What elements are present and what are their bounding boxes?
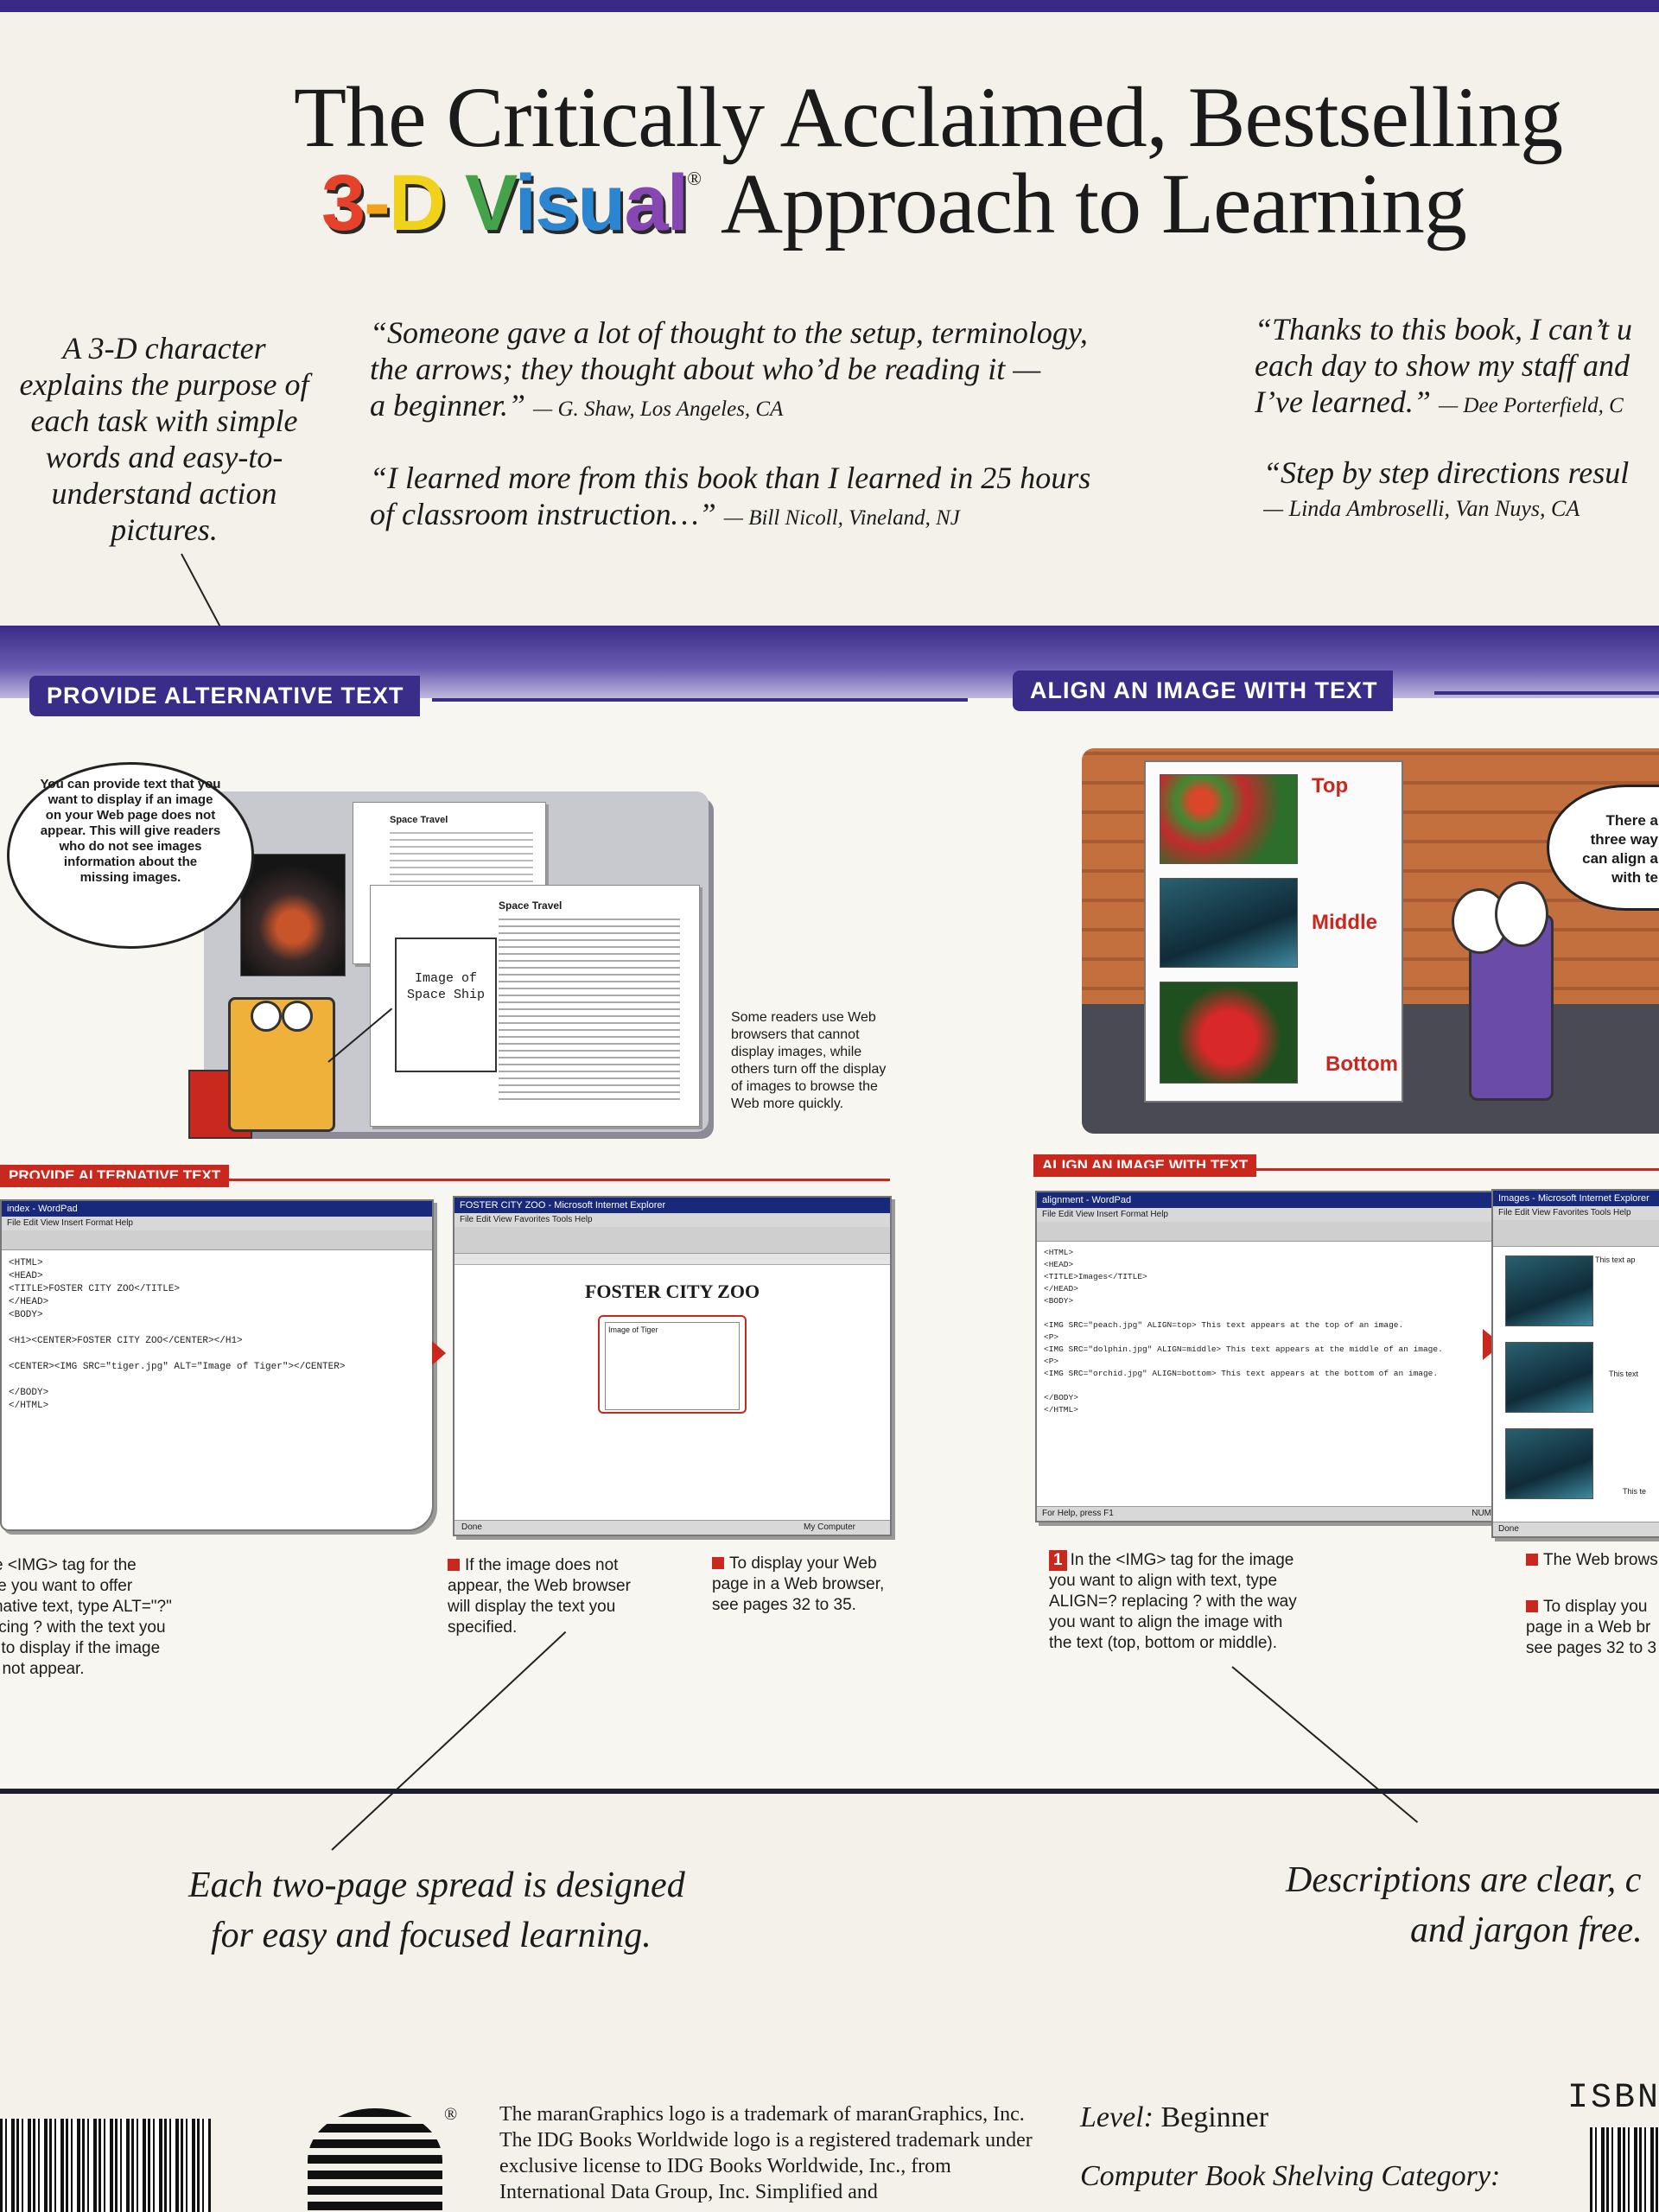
jellybeans-photo bbox=[1160, 774, 1298, 864]
two-page-spread: PROVIDE ALTERNATIVE TEXT Space Travel Sp… bbox=[0, 671, 1659, 1790]
rose-photo bbox=[1160, 982, 1298, 1084]
browser-menubar: File Edit View Favorites Tools Help bbox=[454, 1213, 890, 1227]
left-red-tag: PROVIDE ALTERNATIVE TEXT bbox=[0, 1165, 230, 1187]
left-step-2: If the image does not appear, the Web br… bbox=[448, 1556, 631, 1637]
right-wordpad-statusbar: For Help, press F1 NUM bbox=[1037, 1506, 1498, 1521]
character-2-eye-right bbox=[1495, 881, 1548, 947]
side-note: A 3-D character explains the purpose of … bbox=[19, 331, 309, 547]
right-browser-window: Images - Microsoft Internet Explorer Fil… bbox=[1491, 1189, 1659, 1538]
headline-line-2: 3-D Visual®Approach to Learning bbox=[321, 156, 1467, 251]
caption-left-line-2: for easy and focused learning. bbox=[211, 1916, 652, 1955]
quote-ambroselli: “Step by step directions resul — Linda A… bbox=[1263, 455, 1630, 521]
left-step-3: To display your Web page in a Web browse… bbox=[712, 1554, 885, 1614]
alt-text-placeholder: Image of Space Ship bbox=[395, 938, 497, 1072]
level-line: Level: Beginner bbox=[1080, 2101, 1269, 2133]
alt-text-highlight: Image of Tiger bbox=[598, 1315, 747, 1414]
browser-toolbar bbox=[454, 1227, 890, 1254]
dolphin-photo-3 bbox=[1505, 1428, 1593, 1499]
3d-visual-logo: 3-D Visual bbox=[321, 159, 689, 247]
alt-text-box: Image of Tiger bbox=[605, 1322, 740, 1410]
browser-statusbar: Done My Computer bbox=[454, 1520, 890, 1535]
left-section-tag: PROVIDE ALTERNATIVE TEXT bbox=[29, 676, 420, 716]
diver-photo bbox=[1160, 878, 1298, 968]
character-eye-left bbox=[251, 1001, 282, 1032]
caption-right-line-2: and jargon free. bbox=[1410, 1910, 1643, 1950]
dolphin-photo-1 bbox=[1505, 1255, 1593, 1326]
caption-right-line-1: Descriptions are clear, c bbox=[1286, 1860, 1642, 1900]
bottom-rule bbox=[0, 1789, 1659, 1794]
html-code: <HTML> <HEAD> <TITLE>FOSTER CITY ZOO</TI… bbox=[9, 1258, 346, 1411]
right-step-2: The Web brows the image with th bbox=[1526, 1550, 1659, 1571]
right-red-rule bbox=[1033, 1168, 1659, 1171]
browser-address-bar bbox=[454, 1254, 890, 1265]
right-red-tag: ALIGN AN IMAGE WITH TEXT bbox=[1033, 1154, 1257, 1177]
caption-left-line-1: Each two-page spread is designed bbox=[188, 1866, 685, 1905]
headline-line-1: The Critically Acclaimed, Bestselling bbox=[294, 69, 1563, 165]
left-speech-bubble: You can provide text that you want to di… bbox=[7, 762, 254, 949]
wordpad-titlebar: index - WordPad bbox=[2, 1201, 432, 1217]
right-section-tag: ALIGN AN IMAGE WITH TEXT bbox=[1013, 671, 1394, 711]
barcode-right bbox=[1590, 2127, 1659, 2212]
right-html-code: <HTML> <HEAD> <TITLE>Images</TITLE> </HE… bbox=[1044, 1248, 1443, 1414]
zoo-heading: FOSTER CITY ZOO bbox=[584, 1281, 760, 1302]
right-tag-rule bbox=[1434, 691, 1659, 695]
spaceship-photo bbox=[240, 854, 346, 976]
isbn-label: ISBN bbox=[1567, 2079, 1659, 2118]
barcode-left bbox=[0, 2119, 211, 2212]
quote-shaw: “Someone gave a lot of thought to the se… bbox=[370, 315, 1088, 423]
align-demo-card: Top Middle Bottom bbox=[1144, 760, 1403, 1103]
left-red-rule bbox=[0, 1179, 890, 1181]
browsers-side-text: Some readers use Web browsers that canno… bbox=[731, 1010, 887, 1111]
label-middle: Middle bbox=[1312, 911, 1377, 934]
left-tag-rule bbox=[432, 698, 968, 702]
legal-text: The maranGraphics logo is a trademark of… bbox=[499, 2103, 1033, 2203]
headline-approach: Approach to Learning bbox=[720, 156, 1467, 251]
wordpad-window: index - WordPad File Edit View Insert Fo… bbox=[0, 1199, 434, 1531]
arrow-marker-left bbox=[432, 1341, 446, 1365]
dolphin-photo-2 bbox=[1505, 1342, 1593, 1413]
quote-porterfield: “Thanks to this book, I can’t u each day… bbox=[1255, 312, 1632, 419]
wordpad-menubar: File Edit View Insert Format Help bbox=[2, 1217, 432, 1230]
label-bottom: Bottom bbox=[1325, 1052, 1398, 1076]
left-step-1: In the <IMG> tag for the image you want … bbox=[0, 1556, 172, 1678]
character-eye-right bbox=[282, 1001, 313, 1032]
right-browser-content: This text ap This text This te bbox=[1493, 1247, 1659, 1506]
top-border bbox=[0, 0, 1659, 12]
right-step-3: To display you page in a Web br see page… bbox=[1526, 1598, 1657, 1657]
wordpad-toolbar bbox=[2, 1230, 432, 1250]
browser-window: FOSTER CITY ZOO - Microsoft Internet Exp… bbox=[453, 1196, 892, 1536]
space-travel-page-front: Space Travel Image of Space Ship bbox=[370, 885, 700, 1127]
idg-logo-reg: ® bbox=[444, 2105, 458, 2124]
shelving-category: Computer Book Shelving Category: bbox=[1080, 2160, 1501, 2192]
idg-logo bbox=[308, 2108, 442, 2212]
quote-nicoll: “I learned more from this book than I le… bbox=[370, 461, 1091, 531]
label-top: Top bbox=[1312, 774, 1349, 798]
right-wordpad-window: alignment - WordPad File Edit View Inser… bbox=[1035, 1191, 1500, 1522]
browser-titlebar: FOSTER CITY ZOO - Microsoft Internet Exp… bbox=[454, 1198, 890, 1213]
